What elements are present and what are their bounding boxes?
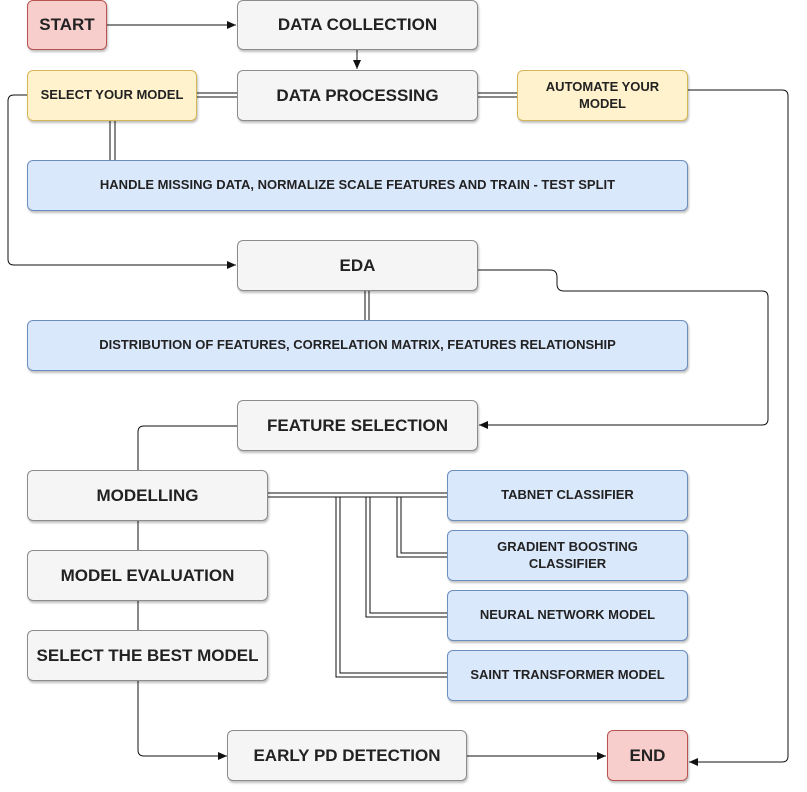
feature-selection-node: FEATURE SELECTION (237, 400, 478, 451)
edge-modelling-gb (396, 497, 447, 558)
data-processing-node: DATA PROCESSING (237, 70, 478, 121)
select-your-model-node: SELECT YOUR MODEL (27, 70, 197, 121)
edge-select-eda (7, 94, 236, 269)
modelling-node: MODELLING (27, 470, 268, 521)
edge-processing-automate (478, 92, 517, 98)
early-pd-detection-node: EARLY PD DETECTION (227, 730, 467, 781)
gradient-boosting-node: GRADIENT BOOSTING CLASSIFIER (447, 530, 688, 581)
handle-missing-data-node: HANDLE MISSING DATA, NORMALIZE SCALE FEA… (27, 160, 688, 211)
data-collection-node: DATA COLLECTION (237, 0, 478, 50)
edge-select-handle (109, 121, 116, 160)
edge-featsel-modelling (137, 425, 237, 470)
eda-node: EDA (237, 240, 478, 291)
neural-network-node: NEURAL NETWORK MODEL (447, 590, 688, 641)
edge-modelling-saint (335, 497, 447, 678)
edge-modelling-nn (365, 497, 447, 618)
automate-your-model-node: AUTOMATE YOUR MODEL (517, 70, 688, 121)
select-best-model-node: SELECT THE BEST MODEL (27, 630, 268, 681)
edge-best-earlypd (137, 681, 227, 760)
edge-automate-end (688, 89, 789, 766)
end-node: END (607, 730, 688, 781)
model-evaluation-node: MODEL EVALUATION (27, 550, 268, 601)
start-node: START (27, 0, 107, 50)
edge-eda-featsel (478, 269, 769, 429)
edge-modelling-tabnet (268, 492, 447, 498)
distribution-node: DISTRIBUTION OF FEATURES, CORRELATION MA… (27, 320, 688, 371)
edge-eda-distribution (364, 291, 370, 320)
saint-transformer-node: SAINT TRANSFORMER MODEL (447, 650, 688, 701)
tabnet-classifier-node: TABNET CLASSIFIER (447, 470, 688, 521)
edge-select-processing (197, 92, 237, 98)
